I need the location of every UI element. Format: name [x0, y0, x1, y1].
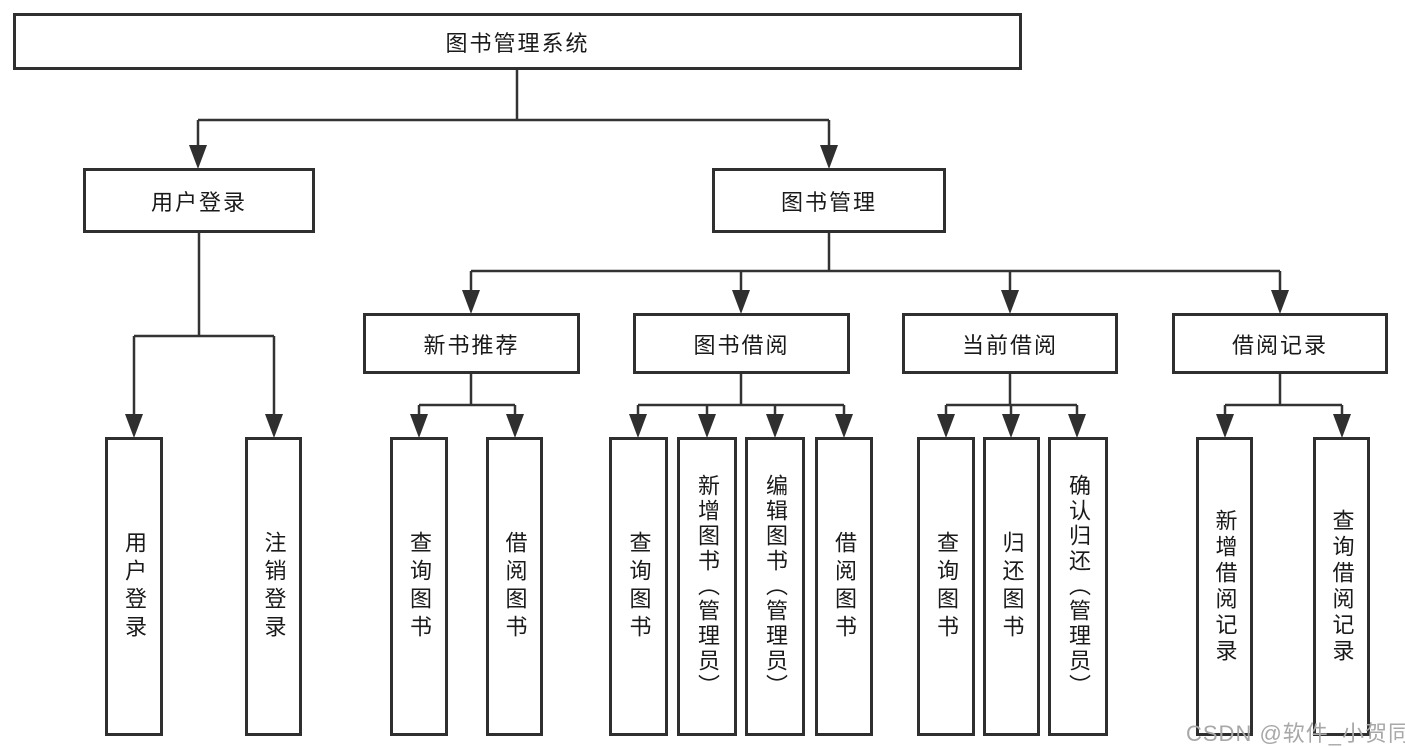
- node-leaf-add-borrow-record: 新增借阅记录: [1196, 437, 1253, 736]
- connector-new-book-rec-split: [417, 374, 517, 420]
- node-user-login: 用户登录: [83, 168, 315, 233]
- node-book-borrow: 图书借阅: [633, 313, 850, 374]
- connector-user-login-split: [132, 233, 276, 422]
- watermark: CSDN @软件_小贺同学: [1186, 721, 1405, 746]
- connector-book-borrow-split: [636, 374, 846, 420]
- node-leaf-edit-book-admin: 编辑图书（管理员）: [745, 437, 805, 736]
- arrowheads: [125, 145, 1351, 438]
- node-borrow-records: 借阅记录: [1172, 313, 1388, 374]
- node-current-borrow: 当前借阅: [902, 313, 1118, 374]
- node-leaf-query-borrow-record: 查询借阅记录: [1313, 437, 1370, 736]
- node-leaf-user-login: 用户登录: [105, 437, 163, 736]
- node-leaf-query-books-current: 查询图书: [917, 437, 975, 736]
- node-new-book-rec: 新书推荐: [363, 313, 580, 374]
- node-leaf-return-book: 归还图书: [983, 437, 1040, 736]
- node-leaf-logout: 注销登录: [245, 437, 302, 736]
- node-leaf-borrow-books-rec: 借阅图书: [486, 437, 543, 736]
- node-leaf-query-books-rec: 查询图书: [390, 437, 448, 736]
- node-root: 图书管理系统: [13, 13, 1022, 70]
- connector-strokes: [132, 70, 1344, 422]
- node-leaf-borrow-books-borrow: 借阅图书: [815, 437, 873, 736]
- node-leaf-confirm-return-admin: 确认归还（管理员）: [1048, 437, 1108, 736]
- node-leaf-add-book-admin: 新增图书（管理员）: [677, 437, 737, 736]
- connector-book-mgmt-split: [469, 233, 1282, 296]
- connector-current-borrow-split: [944, 374, 1079, 420]
- node-book-mgmt: 图书管理: [712, 168, 946, 233]
- node-leaf-query-books-borrow: 查询图书: [609, 437, 668, 736]
- connector-root-to-level2: [196, 70, 831, 150]
- connector-borrow-records-split: [1223, 374, 1344, 420]
